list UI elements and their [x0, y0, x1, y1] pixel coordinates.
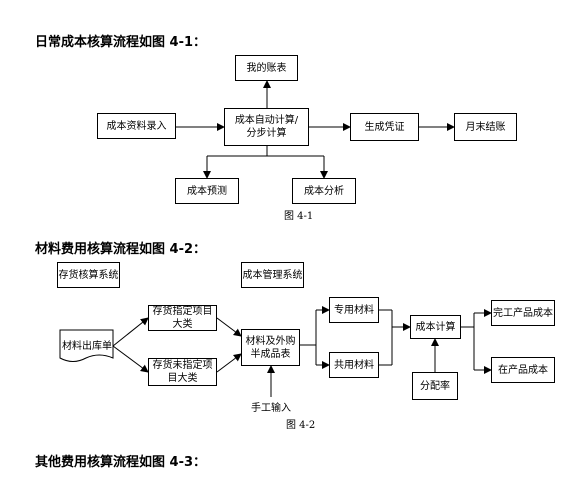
cost-entry-box: 成本资料录入 [97, 113, 176, 139]
cost-forecast-box: 成本预测 [175, 178, 239, 204]
arrow-out-to-undesignated [112, 345, 149, 373]
wip-cost-box: 在产品成本 [491, 357, 555, 383]
finished-cost-box: 完工产品成本 [491, 300, 555, 326]
arrow-undesignated-to-table [216, 353, 242, 373]
heading-fig-4-3: 其他费用核算流程如图 4-3： [35, 455, 207, 470]
special-material-box: 专用材料 [329, 297, 379, 323]
heading-fig-4-2: 材料费用核算流程如图 4-2： [35, 242, 207, 257]
allocation-rate-box: 分配率 [412, 372, 458, 400]
manual-input-label: 手工输入 [251, 403, 291, 414]
month-end-box: 月末结账 [454, 113, 517, 141]
undesignated-category-box: 存货未指定项目大类 [148, 358, 217, 386]
arrow-out-to-designated [112, 317, 149, 347]
material-out-doc-shape [59, 329, 114, 362]
auto-calc-box: 成本自动计算/分步计算 [224, 108, 309, 146]
inventory-system-box: 存货核算系统 [57, 262, 120, 288]
cost-analysis-box: 成本分析 [292, 178, 356, 204]
material-table-box: 材料及外购半成品表 [241, 329, 300, 366]
fig-4-1-caption: 图 4-1 [284, 211, 314, 222]
gen-voucher-box: 生成凭证 [350, 113, 419, 141]
material-out-label: 材料出库单 [62, 341, 112, 352]
cost-mgmt-system-box: 成本管理系统 [241, 262, 304, 288]
arrow-designated-to-table [216, 317, 242, 337]
heading-fig-4-1: 日常成本核算流程如图 4-1： [35, 35, 207, 50]
shared-material-box: 共用材料 [329, 352, 379, 378]
my-ledger-box: 我的账表 [235, 55, 298, 81]
cost-calc-box: 成本计算 [410, 315, 461, 339]
fig-4-2-caption: 图 4-2 [286, 420, 316, 431]
designated-category-box: 存货指定项目大类 [148, 305, 217, 331]
